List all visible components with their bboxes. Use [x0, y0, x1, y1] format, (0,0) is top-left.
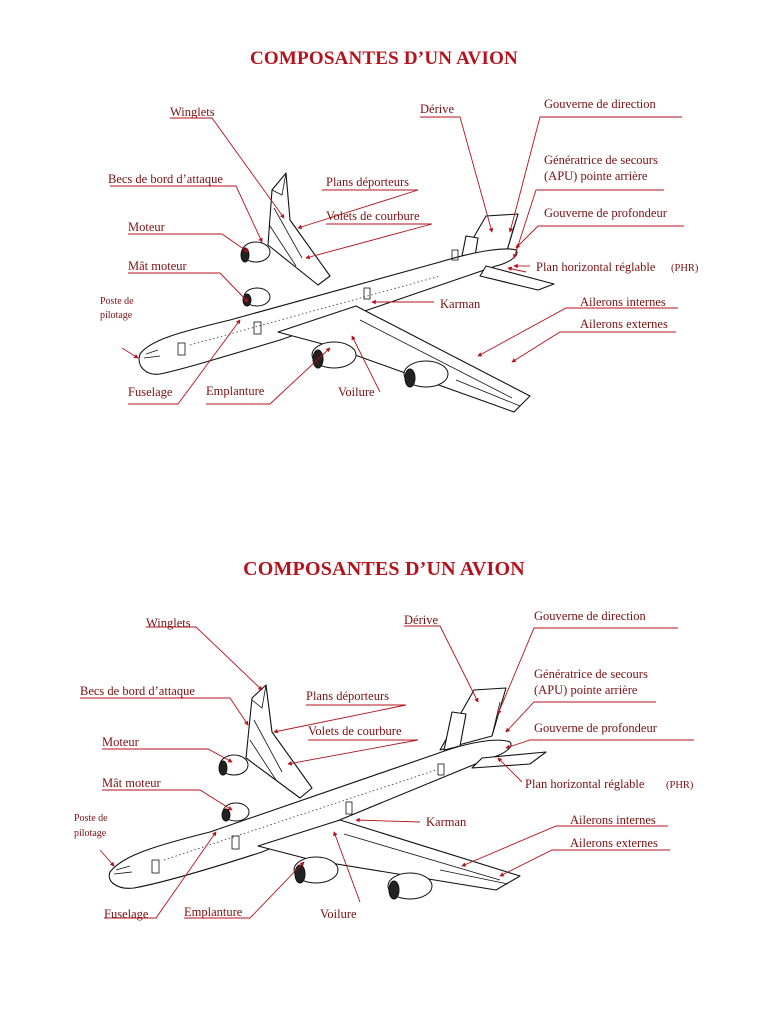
label-generatrice: Génératrice de secours	[544, 153, 658, 167]
label-phr-abbr: (PHR)	[666, 780, 694, 791]
label-plans-deporteurs: Plans déporteurs	[306, 689, 389, 703]
aircraft-illustration: Winglets Becs de bord d’attaque Moteur M…	[74, 609, 694, 921]
label-voilure: Voilure	[338, 385, 375, 399]
part-labels: Winglets Becs de bord d’attaque Moteur M…	[100, 97, 699, 399]
label-phr: Plan horizontal réglable	[525, 777, 645, 791]
label-derive: Dérive	[404, 613, 438, 627]
leader-lines	[80, 625, 694, 919]
leader-lines	[110, 116, 684, 405]
right-wing	[277, 305, 531, 413]
label-karman: Karman	[440, 297, 481, 311]
label-gouverne-direction: Gouverne de direction	[544, 97, 657, 111]
label-apu: (APU) pointe arrière	[544, 169, 648, 183]
label-ailerons-internes: Ailerons internes	[580, 295, 666, 309]
label-derive: Dérive	[420, 102, 454, 116]
label-phr: Plan horizontal réglable	[536, 260, 656, 274]
label-winglets: Winglets	[170, 105, 215, 119]
label-gouverne-profondeur: Gouverne de profondeur	[544, 206, 668, 220]
horizontal-stabilizer	[479, 265, 555, 291]
airplane-drawing	[138, 172, 555, 413]
label-pilotage: pilotage	[100, 310, 133, 321]
label-volets: Volets de courbure	[308, 724, 402, 738]
label-voilure: Voilure	[320, 907, 357, 921]
label-volets: Volets de courbure	[326, 209, 420, 223]
label-fuselage: Fuselage	[128, 385, 173, 399]
diagram-title: COMPOSANTES D’UN AVION	[250, 48, 518, 69]
diagram-title: COMPOSANTES D’UN AVION	[243, 558, 525, 580]
label-poste: Poste de	[100, 296, 134, 307]
label-mat-moteur: Mât moteur	[102, 776, 162, 790]
left-wing	[245, 684, 313, 799]
label-mat-moteur: Mât moteur	[128, 259, 188, 273]
right-wing	[257, 819, 521, 891]
label-gouverne-profondeur: Gouverne de profondeur	[534, 721, 658, 735]
aircraft-diagram-2: COMPOSANTES D’UN AVION	[0, 550, 768, 1020]
label-apu: (APU) pointe arrière	[534, 683, 638, 697]
aircraft-illustration: Winglets Becs de bord d’attaque Moteur M…	[100, 97, 699, 413]
label-karman: Karman	[426, 815, 467, 829]
label-becs: Becs de bord d’attaque	[108, 172, 223, 186]
label-ailerons-externes: Ailerons externes	[580, 317, 668, 331]
label-winglets: Winglets	[146, 616, 191, 630]
label-emplanture: Emplanture	[206, 384, 265, 398]
aircraft-diagram-1: COMPOSANTES D’UN AVION	[0, 40, 768, 510]
label-phr-abbr: (PHR)	[671, 263, 699, 274]
label-ailerons-internes: Ailerons internes	[570, 813, 656, 827]
horizontal-stabilizer	[471, 751, 547, 769]
label-moteur: Moteur	[102, 735, 140, 749]
label-moteur: Moteur	[128, 220, 166, 234]
label-becs: Becs de bord d’attaque	[80, 684, 195, 698]
airplane-drawing	[108, 684, 547, 900]
fuselage	[108, 739, 512, 889]
label-emplanture: Emplanture	[184, 905, 243, 919]
label-ailerons-externes: Ailerons externes	[570, 836, 658, 850]
label-poste: Poste de	[74, 813, 108, 824]
label-generatrice: Génératrice de secours	[534, 667, 648, 681]
part-labels: Winglets Becs de bord d’attaque Moteur M…	[74, 609, 694, 921]
label-pilotage: pilotage	[74, 828, 107, 839]
label-plans-deporteurs: Plans déporteurs	[326, 175, 409, 189]
fuselage	[138, 248, 518, 375]
label-fuselage: Fuselage	[104, 907, 149, 921]
left-wing	[267, 172, 331, 286]
label-gouverne-direction: Gouverne de direction	[534, 609, 647, 623]
